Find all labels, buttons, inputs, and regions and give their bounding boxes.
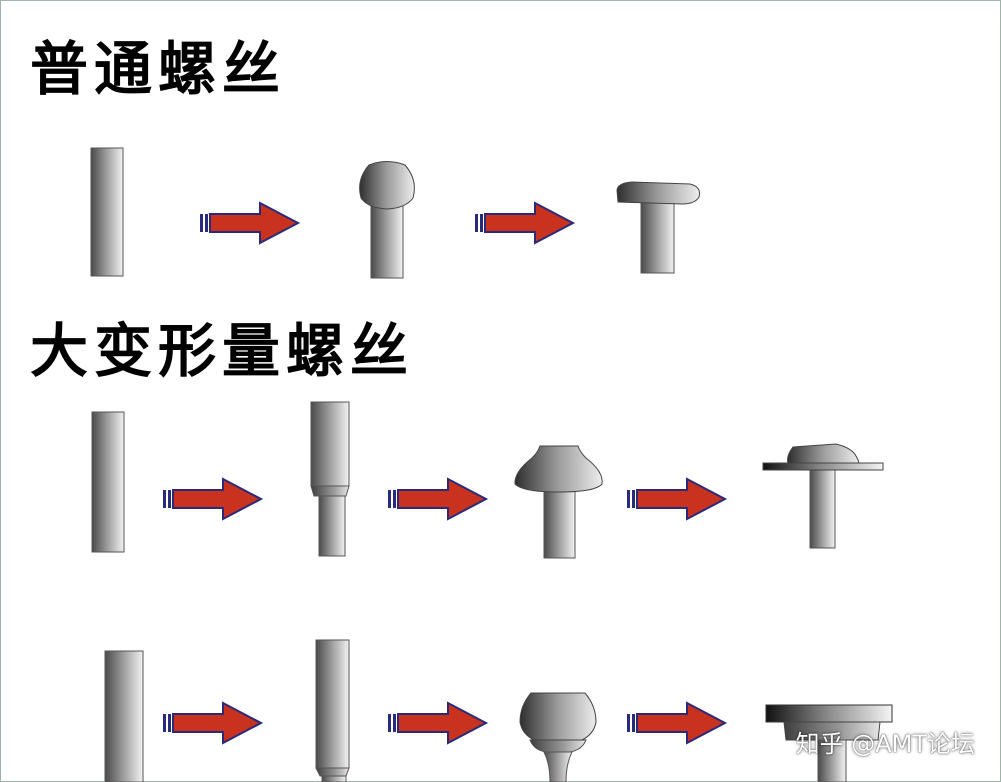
row3-arrow-1 [162,702,262,744]
row3-preformed-head [519,692,597,782]
heading-large-deformation-screw: 大变形量螺丝 [30,317,415,385]
row3-finished-screw [765,704,893,782]
row1-finished-screw [616,181,701,274]
row3-arrow-2 [387,702,487,744]
row2-arrow-1 [162,478,262,520]
row1-blank-rod [90,147,124,277]
row2-stepped-rod [310,401,350,557]
row2-blank-rod [91,411,125,553]
row1-arrow-2 [474,202,574,244]
row2-finished-screw [762,443,884,549]
row1-arrow-1 [199,202,299,244]
heading-normal-screw: 普通螺丝 [30,35,287,103]
row3-arrow-3 [626,702,726,744]
row3-stepped-rod [315,639,350,782]
row1-preformed-head [359,161,415,279]
row2-arrow-3 [626,478,726,520]
row3-blank-rod [104,650,144,782]
row2-preformed-head [514,445,603,559]
watermark-text: 知乎 @AMT论坛 [795,730,975,758]
row2-arrow-2 [387,478,487,520]
